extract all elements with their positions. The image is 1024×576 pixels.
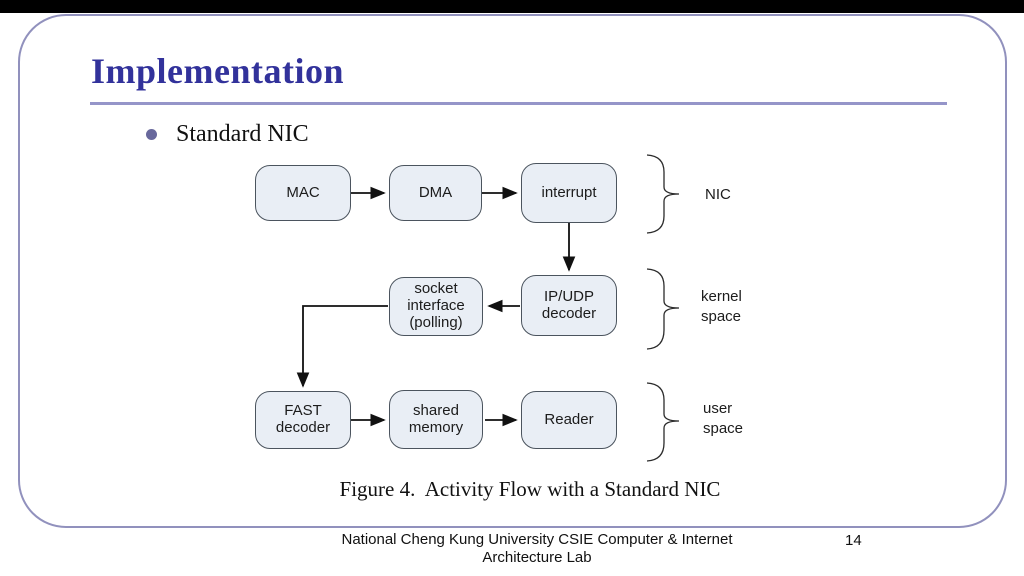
node-interrupt: interrupt (521, 163, 617, 223)
node-shared-memory: shared memory (389, 390, 483, 449)
footer-text: National Cheng Kung University CSIE Comp… (237, 531, 837, 568)
page-number: 14 (845, 532, 862, 549)
node-socket-interface: socket interface (polling) (389, 277, 483, 336)
node-ip-udp-decoder: IP/UDP decoder (521, 275, 617, 336)
slide-border-frame (18, 14, 1007, 528)
group-label-nic: NIC (705, 186, 731, 203)
title-divider-rule (90, 102, 947, 105)
footer-line2: Architecture Lab (482, 549, 592, 567)
group-label-kernel-space: kernel space (701, 288, 742, 326)
footer-line1: National Cheng Kung University CSIE Comp… (341, 531, 733, 548)
slide-title: Implementation (91, 51, 344, 91)
group-label-user-space: user space (703, 400, 744, 438)
top-black-bar (0, 0, 1024, 13)
node-reader: Reader (521, 391, 617, 449)
figure-caption: Figure 4. Activity Flow with a Standard … (339, 477, 721, 501)
node-mac: MAC (255, 165, 351, 221)
bullet-item: Standard NIC (146, 121, 309, 148)
bullet-text: Standard NIC (176, 121, 309, 147)
bullet-icon (146, 129, 157, 140)
node-dma: DMA (389, 165, 482, 221)
node-fast-decoder: FAST decoder (255, 391, 351, 449)
